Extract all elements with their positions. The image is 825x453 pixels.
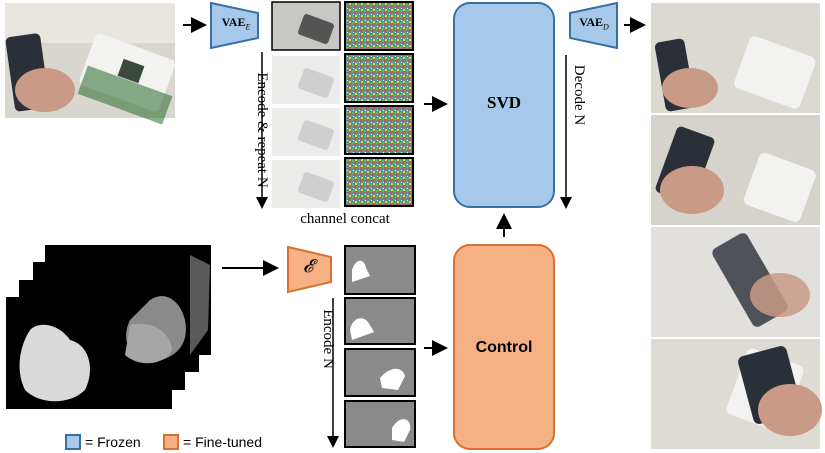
encode-repeat-label: Encode & repeat N [254, 72, 270, 188]
vae-decoder-label: VAED [572, 15, 616, 31]
vae-encoder [210, 1, 259, 50]
legend-finetuned-label: = Fine-tuned [183, 434, 262, 450]
vae-decoder-main: VAE [579, 15, 603, 29]
svd-block [453, 2, 555, 208]
svd-label: SVD [486, 93, 521, 112]
vae-encoder-sub: E [245, 22, 251, 32]
legend-finetuned-swatch [163, 434, 179, 450]
vae-decoder [569, 1, 618, 50]
channel-concat-label: channel concat [300, 211, 390, 227]
control-block [453, 244, 555, 450]
input-photo [5, 3, 175, 125]
encode-mask-label: Encode N [320, 309, 336, 369]
legend-frozen-swatch [65, 434, 81, 450]
output-frames [651, 3, 822, 449]
mask-stack [6, 245, 211, 409]
vae-decoder-sub: D [603, 22, 609, 32]
decode-label: Decode N [571, 64, 587, 126]
vae-encoder-main: VAE [221, 15, 246, 29]
control-label: Control [475, 339, 533, 356]
mask-encoder-symbol: 𝓔 [302, 256, 314, 276]
mask-latents [344, 245, 416, 448]
vae-encoder-label: VAEE [214, 15, 258, 31]
mask-encoder [287, 245, 332, 294]
legend-frozen-label: = Frozen [85, 434, 141, 450]
latent-stack [271, 1, 414, 208]
